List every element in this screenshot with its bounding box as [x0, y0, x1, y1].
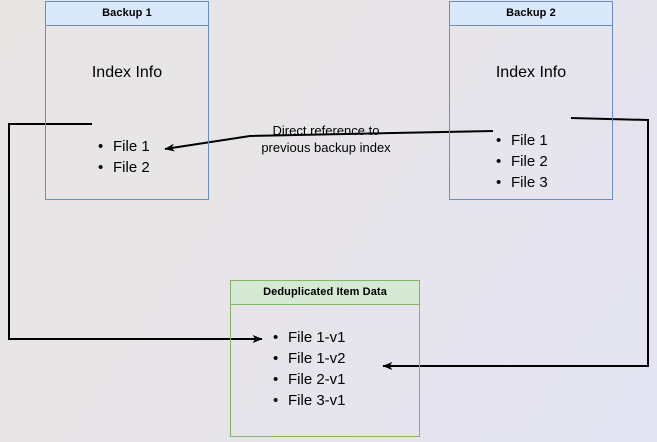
node-backup1[interactable]: Backup 1 Index Info File 1 File 2: [45, 1, 209, 200]
node-deduplicated-item-data[interactable]: Deduplicated Item Data File 1-v1 File 1-…: [230, 280, 420, 437]
node-dedup-file-list: File 1-v1 File 1-v2 File 2-v1 File 3-v1: [273, 327, 346, 411]
edge-label-direct-reference: Direct reference to previous backup inde…: [250, 122, 402, 156]
list-item: File 1: [98, 136, 150, 157]
list-item: File 1-v2: [273, 348, 346, 369]
node-backup2[interactable]: Backup 2 Index Info File 1 File 2 File 3: [449, 1, 613, 200]
node-backup2-index-label: Index Info: [495, 64, 567, 81]
node-dedup-body: File 1-v1 File 1-v2 File 2-v1 File 3-v1: [230, 305, 420, 437]
list-item: File 1-v1: [273, 327, 346, 348]
node-backup2-body: Index Info File 1 File 2 File 3: [449, 26, 613, 200]
list-item: File 2-v1: [273, 369, 346, 390]
edge-label-line-1: Direct reference to: [272, 123, 380, 138]
node-backup2-file-list: File 1 File 2 File 3: [496, 130, 548, 193]
node-backup2-header: Backup 2: [449, 1, 613, 26]
list-item: File 3: [496, 172, 548, 193]
node-backup1-file-list: File 1 File 2: [98, 136, 150, 178]
edge-label-line-2: previous backup index: [261, 140, 391, 155]
node-backup1-index-label: Index Info: [91, 64, 163, 81]
node-backup1-body: Index Info File 1 File 2: [45, 26, 209, 200]
list-item: File 2: [496, 151, 548, 172]
list-item: File 2: [98, 157, 150, 178]
node-backup1-header: Backup 1: [45, 1, 209, 26]
node-dedup-header: Deduplicated Item Data: [230, 280, 420, 305]
list-item: File 1: [496, 130, 548, 151]
list-item: File 3-v1: [273, 390, 346, 411]
